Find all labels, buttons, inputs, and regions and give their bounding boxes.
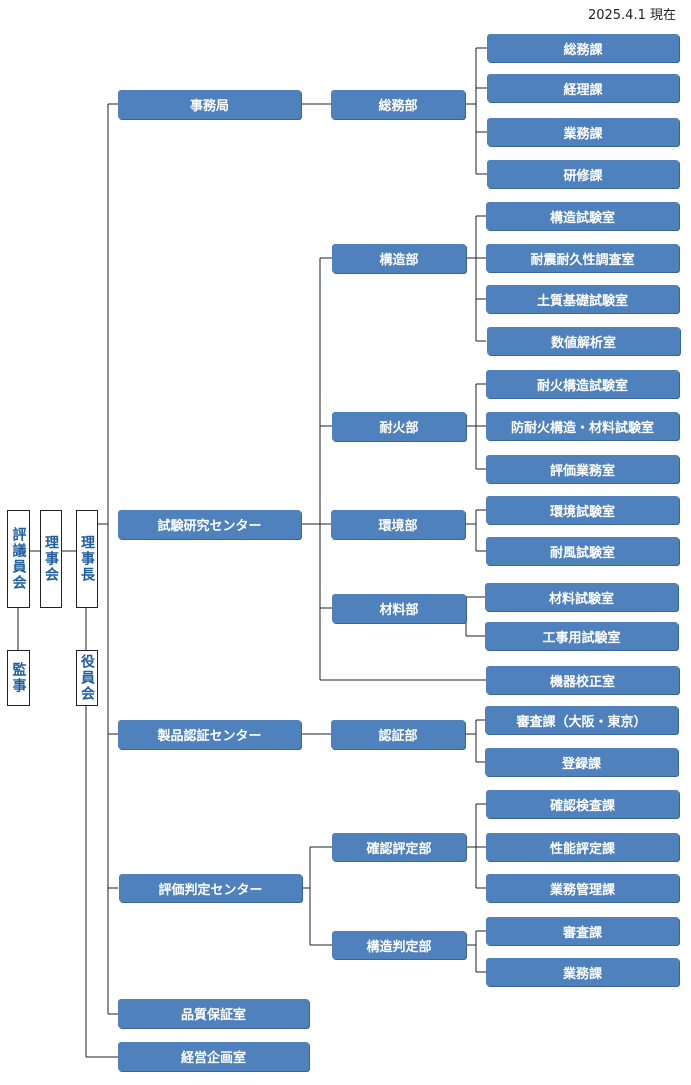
section-box: 耐風試験室 — [486, 537, 679, 565]
section-box: 環境試験室 — [486, 496, 679, 524]
section-box: 構造試験室 — [486, 202, 679, 230]
chairman-box: 理事長 — [76, 510, 98, 608]
environment-dept-box: 環境部 — [331, 510, 465, 539]
section-box: 土質基礎試験室 — [486, 285, 679, 313]
section-box: 防耐火構造・材料試験室 — [486, 412, 679, 440]
section-box: 業務管理課 — [486, 874, 679, 902]
structure-dept-box: 構造部 — [332, 244, 466, 273]
confirm-eval-dept-box: 確認評定部 — [332, 833, 466, 861]
auditor-label: 監事 — [10, 662, 27, 694]
officers-label: 役員会 — [79, 654, 95, 702]
section-box: 研修課 — [487, 160, 679, 188]
section-box: 数値解析室 — [487, 327, 680, 355]
cert-dept-box: 認証部 — [331, 720, 465, 749]
section-box: 確認検査課 — [486, 790, 679, 818]
section-box: 材料試験室 — [485, 583, 678, 611]
section-box: 業務課 — [487, 118, 679, 146]
section-box: 耐火構造試験室 — [486, 370, 679, 398]
test-research-center-box: 試験研究センター — [118, 510, 301, 539]
secretariat-box: 事務局 — [118, 90, 301, 119]
section-box: 経理課 — [487, 74, 679, 102]
struct-judge-dept-box: 構造判定部 — [332, 931, 466, 959]
materials-dept-box: 材料部 — [332, 594, 466, 623]
section-box: 審査課（大阪・東京） — [485, 706, 678, 734]
section-box: 審査課 — [486, 917, 679, 945]
evaluation-center-box: 評価判定センター — [119, 874, 302, 902]
general-affairs-dept-box: 総務部 — [331, 90, 465, 119]
section-box: 耐震耐久性調査室 — [486, 244, 679, 272]
product-cert-center-box: 製品認証センター — [118, 720, 301, 749]
section-box: 総務課 — [487, 34, 679, 62]
board-label: 理事会 — [43, 535, 59, 583]
calibration-office-box: 機器校正室 — [486, 666, 679, 694]
officers-box: 役員会 — [76, 650, 98, 706]
fire-dept-box: 耐火部 — [332, 412, 466, 441]
quality-office-box: 品質保証室 — [118, 999, 309, 1028]
section-box: 性能評定課 — [486, 833, 679, 861]
auditor-box: 監事 — [7, 650, 30, 706]
section-box: 評価業務室 — [486, 455, 679, 483]
section-box: 業務課 — [486, 958, 679, 986]
section-box: 工事用試験室 — [485, 622, 678, 650]
council-box: 評議員会 — [7, 510, 30, 608]
as-of-date: 2025.4.1 現在 — [587, 8, 676, 23]
council-label: 評議員会 — [10, 527, 27, 591]
section-box: 登録課 — [485, 748, 678, 776]
chairman-label: 理事長 — [79, 535, 95, 583]
board-box: 理事会 — [40, 510, 62, 608]
planning-office-box: 経営企画室 — [118, 1042, 309, 1071]
